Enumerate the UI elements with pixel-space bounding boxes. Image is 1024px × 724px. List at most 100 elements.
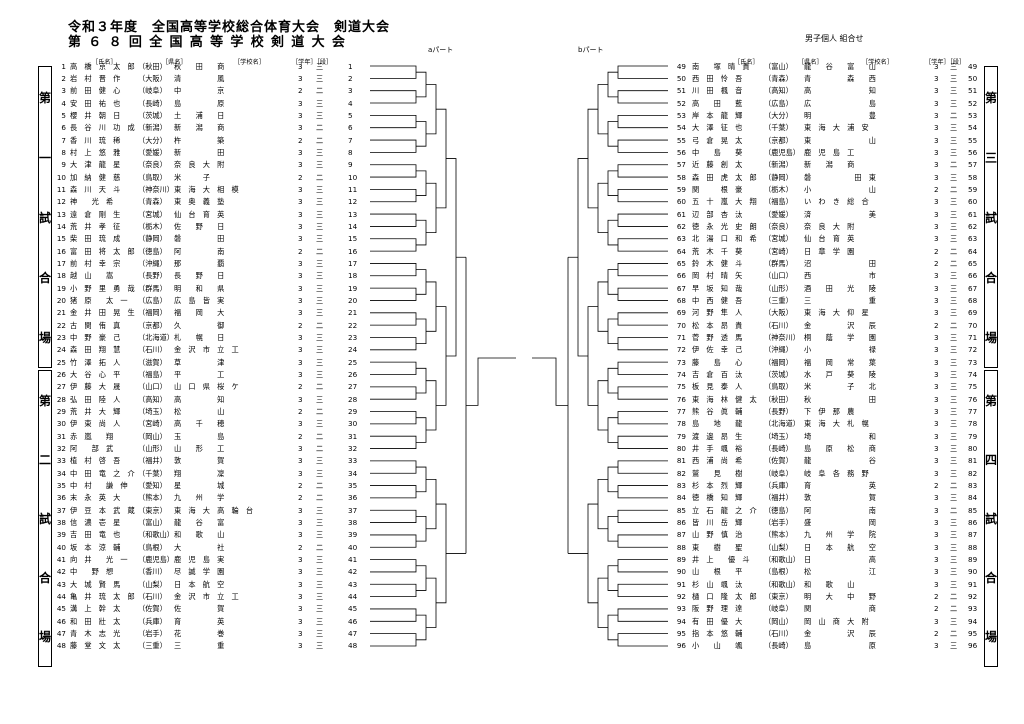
dan-rank: 三 [316, 110, 324, 120]
grade: 3 [298, 592, 303, 602]
dan-rank: 二 [950, 160, 958, 170]
grade: 2 [298, 320, 303, 330]
school-name: 星 城 [174, 481, 225, 491]
entry-number: 86 [676, 518, 686, 528]
player-name: 中 野 想 [70, 567, 114, 577]
prefecture: （佐賀） [764, 456, 793, 466]
prefecture: （山形） [138, 444, 167, 454]
prefecture: （沖縄） [138, 258, 167, 268]
player-name: 渡 邊 昂 生 [692, 431, 743, 441]
prefecture: （徳島） [764, 505, 793, 515]
grade: 3 [298, 271, 303, 281]
court-char: 第 [39, 90, 52, 105]
prefecture: （埼玉） [764, 431, 793, 441]
school-name: 松 山 [174, 407, 225, 417]
entry-number: 77 [676, 407, 686, 417]
prefecture: （北海道） [764, 419, 800, 429]
player-name: 弘 田 陸 人 [70, 394, 121, 404]
grade: 3 [934, 518, 939, 528]
dan-rank: 三 [950, 579, 958, 589]
player-name: 荒 井 大 輝 [70, 407, 121, 417]
grade: 2 [934, 629, 939, 639]
player-name: 皆 川 岳 輝 [692, 518, 743, 528]
grade: 3 [934, 407, 939, 417]
court-char: 試 [985, 210, 998, 225]
school-name: 高 知 [174, 394, 225, 404]
school-name: 奈 良 大 附 [174, 160, 225, 170]
prefecture: （栃木） [764, 184, 793, 194]
school-name: 米 子 北 [804, 382, 876, 392]
prefecture: （鳥根） [138, 542, 167, 552]
court-box-3: 第 三 試 合 場 [984, 66, 998, 368]
school-name: 土 浦 日 [174, 110, 225, 120]
player-name: 溝 上 幹 太 [70, 604, 121, 614]
school-name: 福 岡 大 [174, 308, 225, 318]
dan-rank: 三 [316, 147, 324, 157]
entry-number-right: 32 [348, 444, 358, 454]
grade: 3 [934, 468, 939, 478]
entry-number-right: 10 [348, 172, 358, 182]
dan-rank: 三 [950, 394, 958, 404]
grade: 2 [298, 407, 303, 417]
entry-number: 80 [676, 444, 686, 454]
player-name: 大 澤 征 也 [692, 123, 743, 133]
school-name: 埼 和 [804, 431, 876, 441]
player-name: 鷲 見 樹 [692, 468, 743, 478]
entry-number: 73 [676, 357, 686, 367]
school-name: 高 千 穂 [174, 419, 225, 429]
entry-number-right: 46 [348, 616, 358, 626]
player-name: 菅 野 透 馬 [692, 332, 743, 342]
dan-rank: 二 [316, 246, 324, 256]
player-name: 大 城 賢 馬 [70, 579, 121, 589]
prefecture: （茨城） [138, 110, 167, 120]
prefecture: （愛媛） [764, 209, 793, 219]
entry-number: 38 [56, 518, 66, 528]
prefecture: （高知） [764, 86, 793, 96]
prefecture: （兵庫） [764, 481, 793, 491]
grade: 3 [298, 567, 303, 577]
school-name: 日 高 [804, 555, 876, 565]
school-name: 阿 南 [804, 505, 876, 515]
school-name: 桐 蔭 学 園 [804, 332, 876, 342]
dan-rank: 三 [316, 283, 324, 293]
school-name: 佐 賀 [174, 604, 225, 614]
entry-number: 18 [56, 271, 66, 281]
court-char: 合 [985, 571, 998, 585]
dan-rank: 三 [316, 345, 324, 355]
entry-number: 56 [676, 147, 686, 157]
grade: 3 [934, 61, 939, 71]
player-name: 荒 井 孝 征 [70, 221, 121, 231]
grade: 2 [298, 172, 303, 182]
player-name: 有 田 優 大 [692, 616, 743, 626]
tournament-title: 令和３年度 全国高等学校総合体育大会 剣道大会 [68, 20, 391, 35]
school-name: 新 潟 商 [804, 160, 855, 170]
entry-number-right: 70 [968, 320, 978, 330]
prefecture: （広島） [138, 295, 167, 305]
entry-number: 39 [56, 530, 66, 540]
dan-rank: 三 [950, 172, 958, 182]
dan-rank: 三 [316, 332, 324, 342]
prefecture: （石川） [138, 592, 167, 602]
school-name: 佐 野 日 [174, 221, 225, 231]
prefecture: （富山） [138, 518, 167, 528]
entry-number: 1 [61, 61, 66, 71]
entry-number-right: 37 [348, 505, 358, 515]
dan-rank: 二 [316, 382, 324, 392]
entry-number: 94 [676, 616, 686, 626]
prefecture: （宮城） [764, 234, 793, 244]
